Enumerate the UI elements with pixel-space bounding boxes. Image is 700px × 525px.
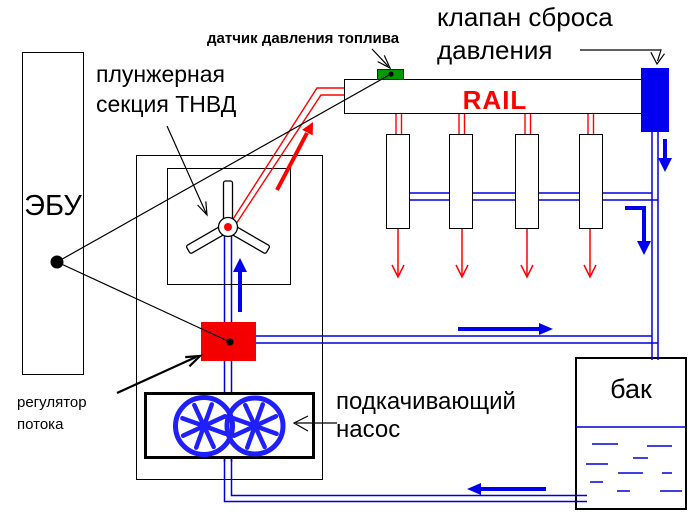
flow-arrow-down-valve xyxy=(658,139,672,172)
tank-label: бак xyxy=(610,374,652,404)
valve-return-line xyxy=(651,132,659,360)
valve-label-callout xyxy=(580,49,665,66)
injection-spray-arrows xyxy=(391,229,597,279)
feed-pump-label: подкачивающий насос xyxy=(336,388,516,444)
regulator-return-line xyxy=(256,335,658,344)
plunger-section-label: плунжерная секция ТНВД xyxy=(96,61,237,117)
rail-label: RAIL xyxy=(462,85,528,115)
flow-regulator-label: регулятор потока xyxy=(17,394,87,434)
high-pressure-line xyxy=(227,87,595,231)
regulator-node-dot xyxy=(226,338,234,346)
ecu-node-dot xyxy=(50,255,64,269)
fuel-tank-box xyxy=(575,357,687,510)
relief-valve-label: клапан сброса давления xyxy=(437,2,613,65)
injector-4 xyxy=(579,134,603,229)
ecu-wires xyxy=(56,73,392,343)
gear-pump-icon xyxy=(173,395,286,457)
sensor-node-dot xyxy=(388,71,394,77)
plunger-label-arrow xyxy=(166,125,208,217)
flow-arrow-left-suction xyxy=(467,483,546,495)
flow-arrow-right-return xyxy=(458,323,553,335)
injector-1 xyxy=(386,134,410,229)
cam-icon xyxy=(185,180,271,254)
plunger-section-box xyxy=(167,168,291,285)
pressure-sensor-label: датчик давления топлива xyxy=(207,30,400,47)
pressure-relief-valve xyxy=(641,68,669,132)
injector-3 xyxy=(515,134,539,229)
injector-2 xyxy=(449,134,473,229)
ecu-label: ЭБУ xyxy=(24,190,82,222)
pump-housing-box xyxy=(136,155,323,480)
feed-pump-label-arrow xyxy=(292,415,337,432)
ecu-box xyxy=(22,52,84,375)
sensor-label-arrow xyxy=(371,48,392,70)
tank-suction-line xyxy=(223,459,587,503)
flow-arrow-elbow-down xyxy=(625,206,651,255)
regulator-label-arrow xyxy=(116,354,203,395)
tank-fuel-level xyxy=(576,426,686,492)
high-pressure-flow-arrow xyxy=(275,122,313,191)
rail-box xyxy=(344,79,642,114)
flow-arrow-up-pump xyxy=(233,258,247,312)
